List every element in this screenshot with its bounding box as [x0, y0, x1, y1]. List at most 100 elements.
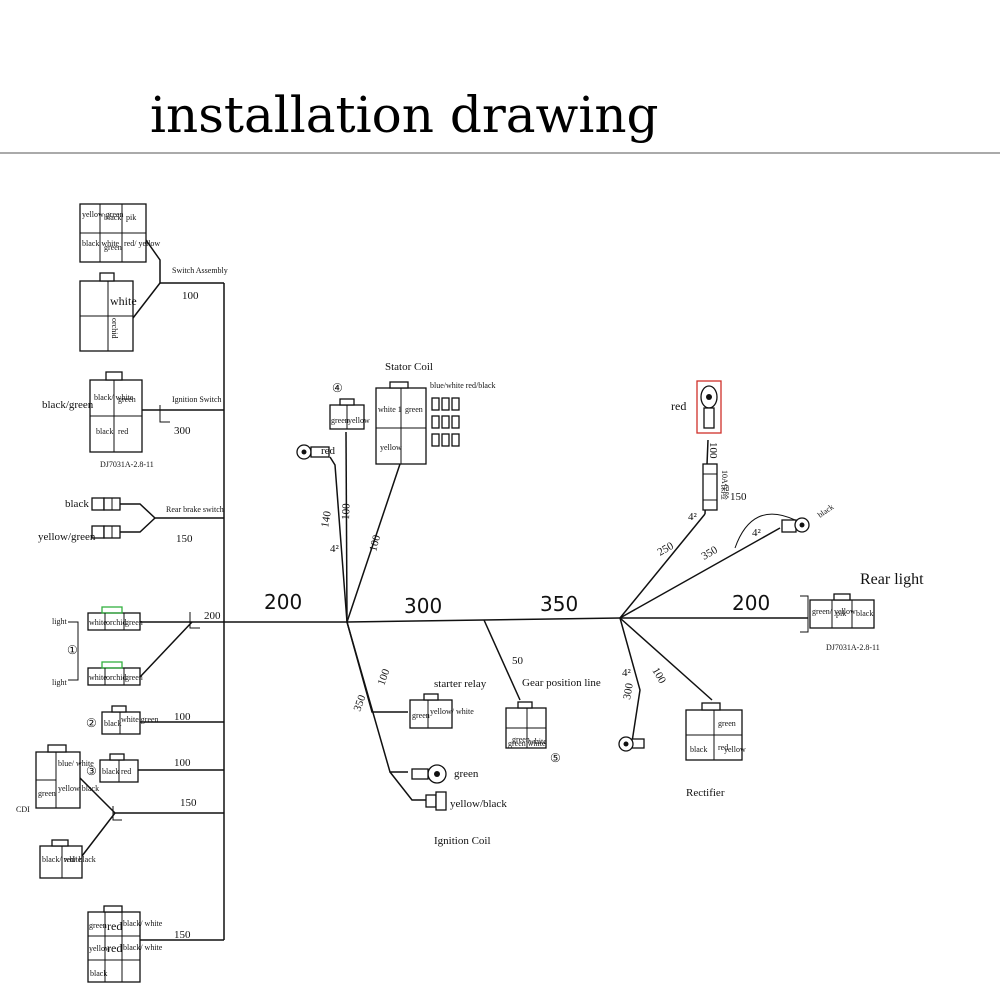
- svg-text:DJ7031A-2.8-11: DJ7031A-2.8-11: [826, 643, 880, 652]
- svg-text:black: black: [65, 498, 89, 510]
- svg-text:green: green: [125, 673, 143, 682]
- svg-text:300: 300: [404, 594, 442, 618]
- switch-assembly-label: Switch Assembly: [172, 266, 228, 275]
- svg-text:green: green: [104, 243, 122, 252]
- svg-text:yellow/green: yellow/green: [38, 531, 96, 543]
- svg-text:4²: 4²: [622, 667, 632, 679]
- svg-text:red: red: [107, 919, 122, 933]
- svg-text:white: white: [89, 618, 107, 627]
- svg-text:140: 140: [319, 510, 334, 529]
- svg-text:100: 100: [707, 442, 719, 459]
- svg-text:green/ yellow: green/ yellow: [812, 607, 856, 616]
- rectifier-connector: green black red yellow: [685, 702, 746, 761]
- svg-text:yellow: yellow: [348, 416, 370, 425]
- page-title: installation drawing: [150, 86, 659, 144]
- svg-text:4²: 4²: [330, 543, 340, 555]
- svg-text:150: 150: [176, 533, 193, 545]
- bottom-connector: green red black/ white yellow red black/…: [87, 905, 163, 983]
- ignition-switch-connector: black/ white green black red: [89, 371, 143, 453]
- svg-text:black: black: [104, 719, 121, 728]
- svg-text:orchid: orchid: [110, 318, 119, 338]
- rear-brake-switch-connectors: [91, 497, 121, 539]
- svg-text:green: green: [412, 711, 430, 720]
- svg-text:green: green: [38, 789, 56, 798]
- svg-text:yellow green: yellow green: [82, 210, 124, 219]
- switch-assembly-connector-1: yellow green black pik black white green…: [79, 203, 160, 263]
- svg-text:black: black: [690, 745, 707, 754]
- svg-text:orchid: orchid: [106, 618, 126, 627]
- svg-text:100: 100: [376, 667, 393, 687]
- svg-text:100: 100: [174, 757, 191, 769]
- right-junction-wires: [619, 439, 796, 743]
- svg-text:yellow/black: yellow/black: [450, 798, 507, 810]
- ignition-coil-ring-terminal: [411, 764, 447, 784]
- svg-text:white green: white green: [121, 715, 159, 724]
- svg-text:white: white: [110, 294, 137, 308]
- svg-text:250: 250: [656, 540, 677, 559]
- stator-wires: [329, 431, 401, 623]
- svg-text:yellow: yellow: [380, 443, 402, 452]
- connector-3: black red: [99, 753, 139, 783]
- svg-text:200: 200: [204, 610, 221, 622]
- svg-text:150: 150: [180, 797, 197, 809]
- svg-text:red: red: [671, 399, 686, 413]
- svg-text:black/ white: black/ white: [123, 919, 163, 928]
- rear-light-connector: green/ yellow pik black: [809, 593, 875, 629]
- svg-text:red/ yellow: red/ yellow: [124, 239, 160, 248]
- svg-text:blue/ white: blue/ white: [58, 759, 94, 768]
- svg-text:green: green: [89, 921, 107, 930]
- svg-text:black: black: [96, 427, 113, 436]
- svg-text:50: 50: [512, 655, 524, 667]
- svg-text:red: red: [118, 427, 128, 436]
- stator-small-connector: green yellow: [329, 398, 370, 430]
- svg-text:red: red: [321, 445, 336, 457]
- svg-text:green: green: [512, 735, 530, 744]
- gear-position-label: Gear position line: [522, 677, 601, 689]
- svg-text:4²: 4²: [688, 511, 698, 523]
- stator-main-connector: white 1 green yellow: [375, 381, 427, 465]
- gear-position-connector: green green white white: [505, 701, 547, 749]
- rectifier-label: Rectifier: [686, 787, 725, 799]
- svg-text:light: light: [52, 617, 67, 626]
- svg-text:③: ③: [86, 764, 97, 778]
- svg-text:red: red: [718, 743, 728, 752]
- cdi-connector-1: blue/ white green yellow black: [35, 744, 99, 809]
- starter-relay-connector: green yellow/ white: [409, 693, 474, 729]
- svg-text:orchid: orchid: [106, 673, 126, 682]
- svg-text:200: 200: [264, 590, 302, 614]
- svg-text:black/ white: black/ white: [123, 943, 163, 952]
- svg-text:green white: green white: [508, 739, 546, 748]
- svg-text:white 1: white 1: [378, 405, 402, 414]
- rear-brake-switch-label: Rear brake switch: [166, 505, 224, 514]
- svg-text:blue/white red/black: blue/white red/black: [430, 381, 496, 390]
- svg-text:green: green: [454, 768, 479, 780]
- svg-text:white: white: [89, 673, 107, 682]
- stator-ring-terminal: [296, 444, 330, 460]
- svg-text:black/ white: black/ white: [94, 393, 134, 402]
- svg-text:red: red: [107, 941, 122, 955]
- svg-text:yellow black: yellow black: [58, 784, 99, 793]
- svg-text:green: green: [125, 618, 143, 627]
- ignition-switch-label: Ignition Switch: [172, 395, 222, 404]
- svg-text:black: black: [104, 213, 121, 222]
- svg-text:green: green: [331, 416, 349, 425]
- lower-ring-terminal: [618, 736, 645, 752]
- svg-text:①: ①: [67, 643, 78, 657]
- svg-text:pik: pik: [836, 609, 846, 618]
- svg-text:350: 350: [540, 592, 578, 616]
- battery-red-terminal: [696, 380, 722, 434]
- svg-text:black/ white: black/ white: [42, 855, 82, 864]
- svg-text:②: ②: [86, 716, 97, 730]
- stator-coil-label: Stator Coil: [385, 361, 433, 373]
- rear-light-label: Rear light: [860, 571, 924, 588]
- svg-text:light: light: [52, 678, 67, 687]
- ignition-coil-label: Ignition Coil: [434, 835, 491, 847]
- svg-text:black white: black white: [82, 239, 120, 248]
- svg-text:⑤: ⑤: [550, 751, 561, 765]
- svg-text:300: 300: [621, 682, 636, 701]
- relay-coil-wires: [346, 621, 426, 801]
- svg-text:350: 350: [352, 693, 369, 713]
- svg-text:yellow: yellow: [89, 944, 111, 953]
- svg-text:10A保险: 10A保险: [720, 470, 730, 500]
